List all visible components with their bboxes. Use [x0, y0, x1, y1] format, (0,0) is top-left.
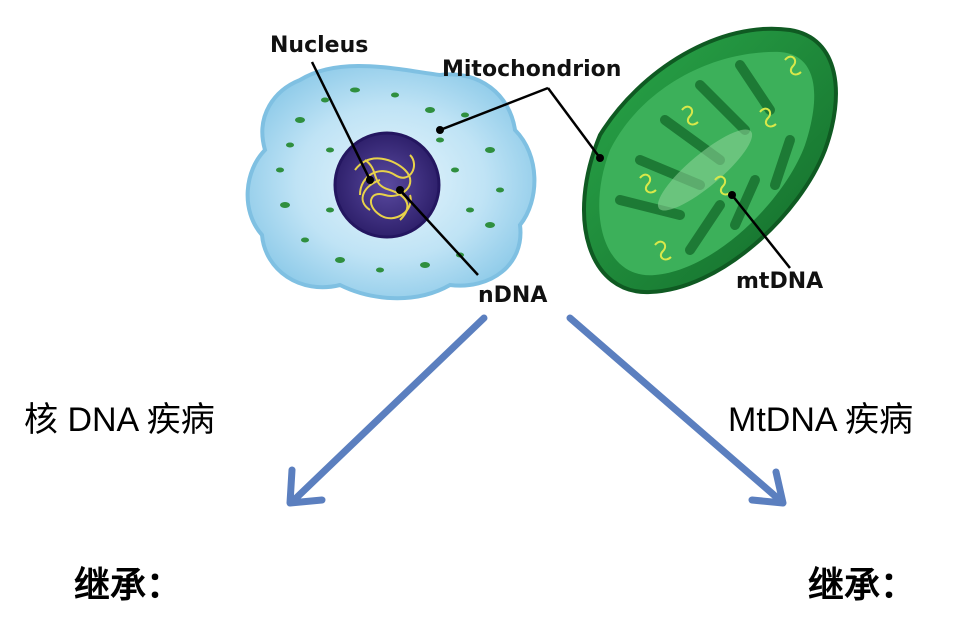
arrow-right-shaft [566, 314, 786, 506]
label-mitochondrion: Mitochondrion [442, 57, 621, 82]
right-heading: MtDNA 疾病 [728, 401, 914, 439]
arrow-left-shaft [288, 314, 488, 506]
arrow-left-head [286, 466, 326, 507]
left-inheritance: 继承： [74, 564, 183, 605]
label-nucleus: Nucleus [270, 33, 368, 58]
cell-organelles [276, 87, 504, 273]
label-ndna: nDNA [478, 283, 547, 308]
chromatin [354, 154, 415, 221]
left-heading: 核 DNA 疾病 [24, 401, 215, 439]
arrow-right-head [748, 468, 787, 507]
nucleus [333, 131, 441, 239]
leader-nucleus [310, 61, 372, 181]
cell [245, 64, 537, 301]
right-inheritance: 继承： [808, 564, 917, 605]
label-mtdna: mtDNA [736, 269, 823, 294]
mitochondrion [582, 26, 838, 295]
arrows [286, 314, 787, 507]
mtdna-loops [639, 55, 802, 261]
leader-lines [310, 61, 791, 276]
